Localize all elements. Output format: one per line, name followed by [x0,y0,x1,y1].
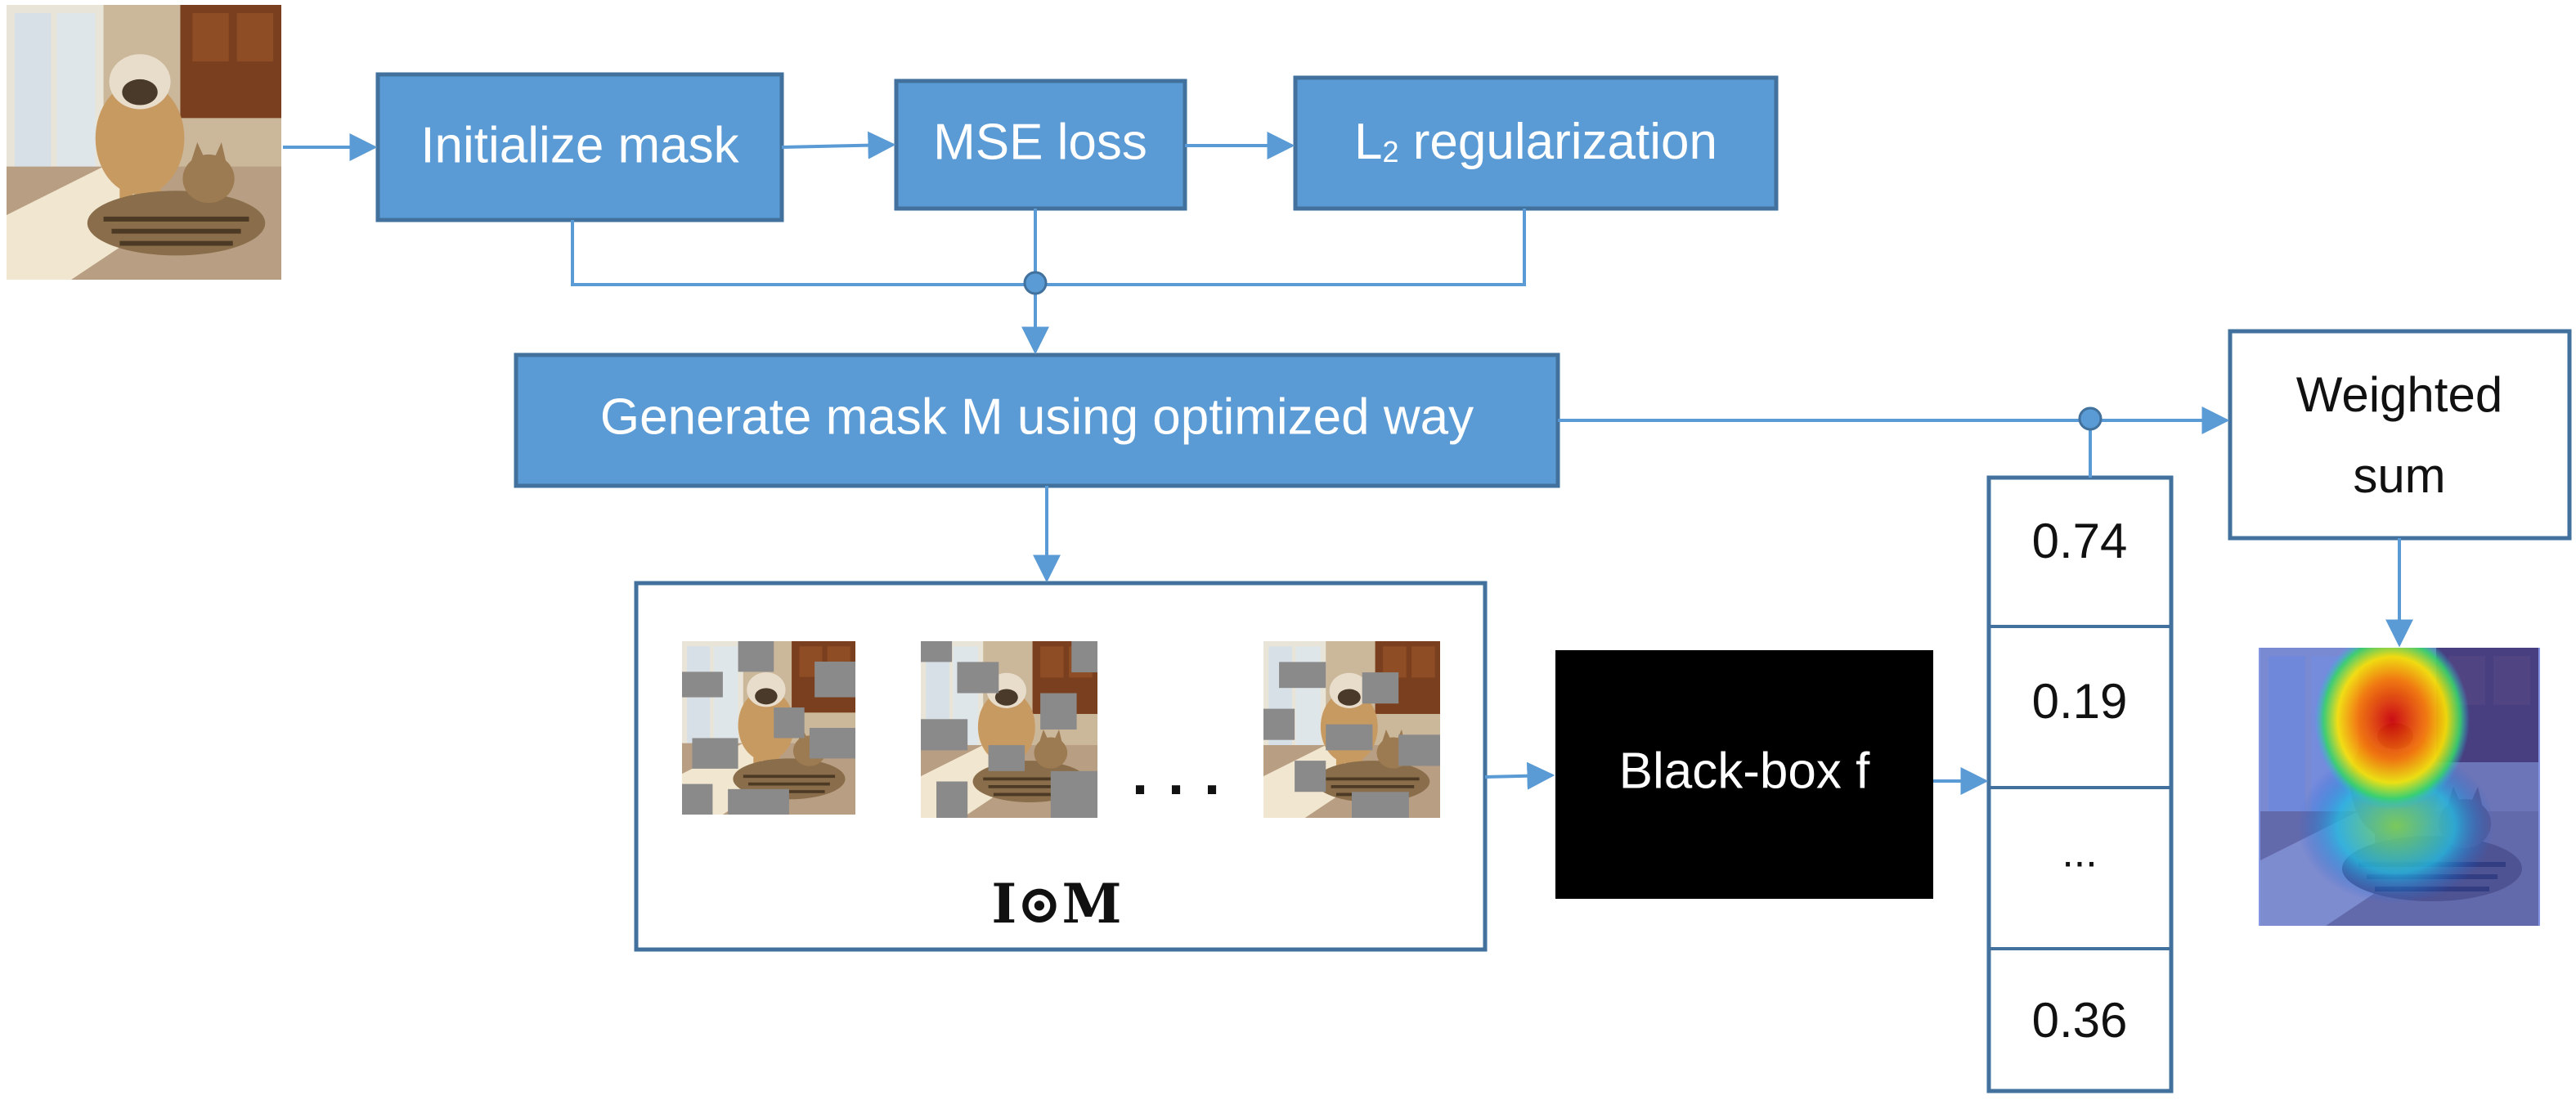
masked-image-2 [921,641,1097,818]
weighted-sum-line2: sum [2353,448,2445,503]
masked-image-3 [1263,641,1441,818]
initialize-mask-label: Initialize mask [420,117,739,173]
black-box-label: Black-box f [1619,743,1870,799]
formula-i-odot-m: I⊙M [991,872,1121,936]
generate-mask-label: Generate mask M using optimized way [600,388,1474,445]
l2-subscript: 2 [1383,135,1399,168]
score-cell-4: 0.36 [2032,993,2128,1048]
merge-junction-dot [1023,271,1048,295]
input-image [7,5,281,280]
weighted-sum-line1: Weighted [2296,367,2502,422]
mse-loss-box: MSE loss [894,79,1187,211]
saliency-heatmap [2259,648,2540,926]
score-cell-1: 0.74 [2032,514,2128,568]
score-column: 0.74 0.19 ... 0.36 [1986,475,2174,1093]
score-cell-3: ... [2062,829,2097,877]
masked-image-1 [682,641,855,815]
weight-junction-dot [2078,406,2103,431]
weighted-sum-box: Weighted sum [2228,329,2572,541]
mse-loss-label: MSE loss [933,114,1147,170]
l2-regularization-label: L2 regularization [1354,114,1717,170]
masked-images-box: · · · I⊙M [634,581,1488,952]
black-box: Black-box f [1555,650,1933,899]
l2-regularization-box: L2 regularization [1293,75,1779,211]
ellipsis: · · · [1132,757,1223,823]
l2-suffix: regularization [1399,114,1717,170]
generate-mask-box: Generate mask M using optimized way [514,352,1560,488]
initialize-mask-box: Initialize mask [375,72,784,222]
l2-letter: L [1354,114,1382,170]
score-cell-2: 0.19 [2032,674,2128,729]
